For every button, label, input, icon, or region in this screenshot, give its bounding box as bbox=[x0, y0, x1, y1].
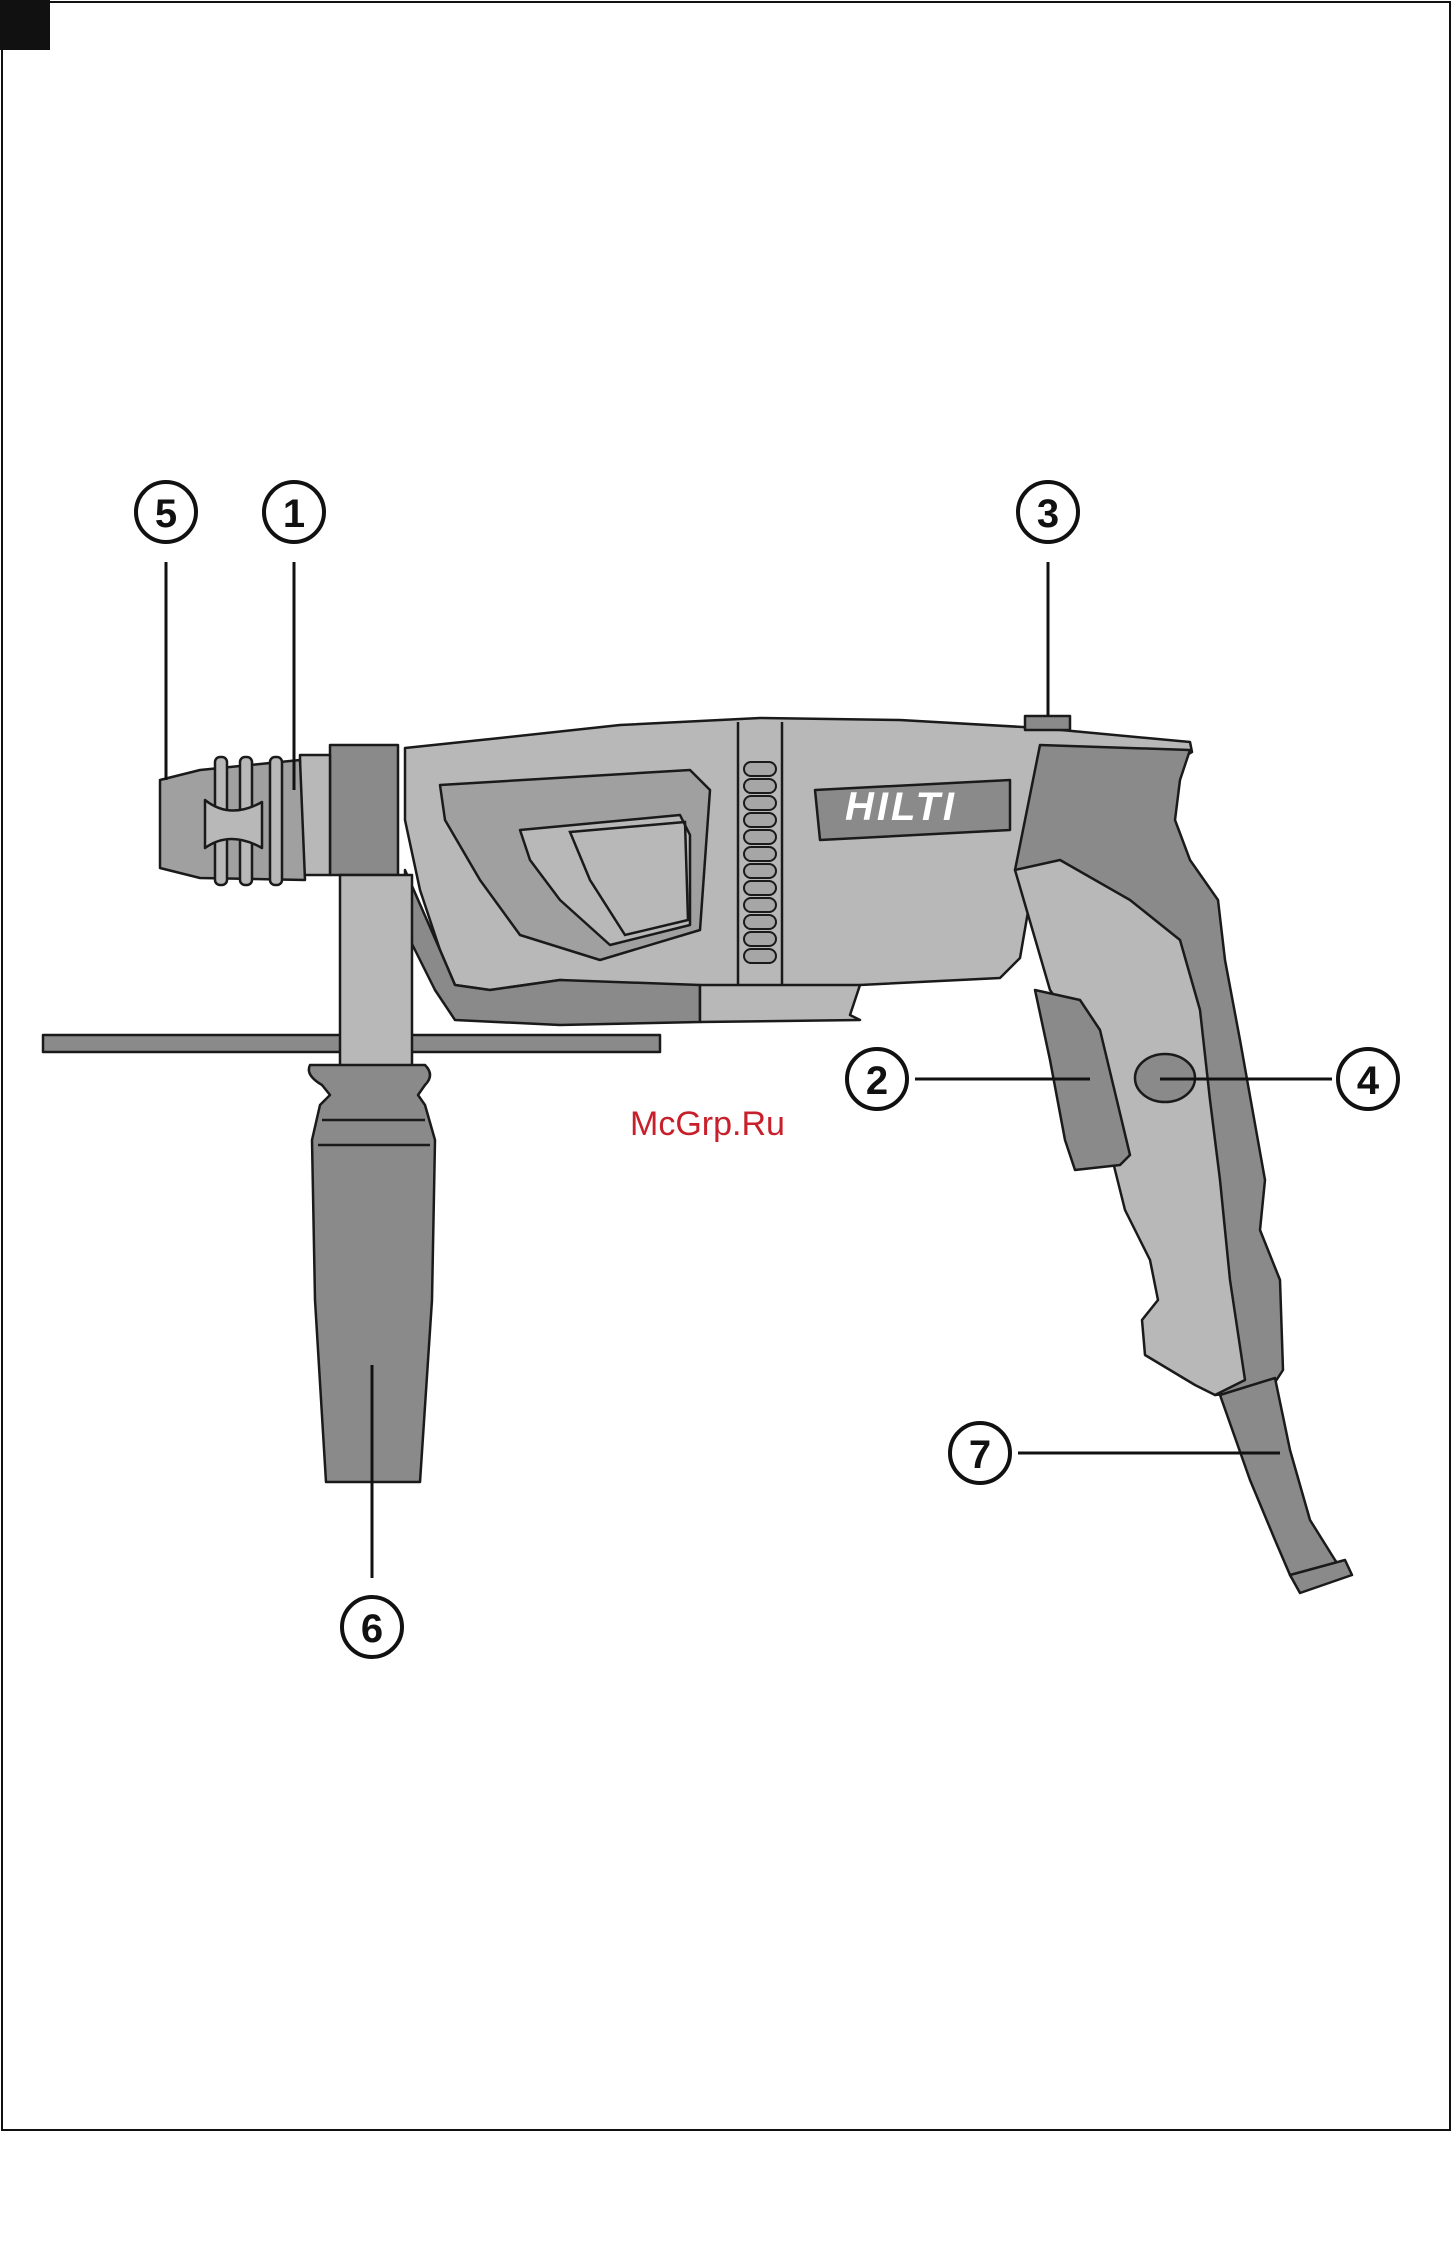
callout-3: 3 bbox=[1018, 482, 1078, 716]
svg-text:6: 6 bbox=[361, 1607, 383, 1651]
corner-marker bbox=[0, 0, 50, 50]
svg-text:1: 1 bbox=[283, 492, 305, 536]
watermark-text: McGrp.Ru bbox=[630, 1105, 785, 1143]
svg-text:3: 3 bbox=[1037, 492, 1059, 536]
svg-text:7: 7 bbox=[969, 1433, 991, 1477]
chuck-collar bbox=[330, 745, 398, 875]
cable-protector bbox=[1220, 1378, 1345, 1590]
lower-housing-rear bbox=[700, 985, 860, 1022]
function-switch bbox=[1025, 716, 1070, 730]
side-handle-clamp bbox=[340, 875, 412, 1075]
svg-text:2: 2 bbox=[866, 1059, 888, 1103]
callout-5: 5 bbox=[136, 482, 196, 780]
callout-1: 1 bbox=[264, 482, 324, 790]
brand-logo: HILTI bbox=[845, 785, 957, 829]
svg-text:4: 4 bbox=[1357, 1059, 1380, 1103]
svg-text:5: 5 bbox=[155, 492, 177, 536]
callout-7: 7 bbox=[950, 1423, 1280, 1483]
